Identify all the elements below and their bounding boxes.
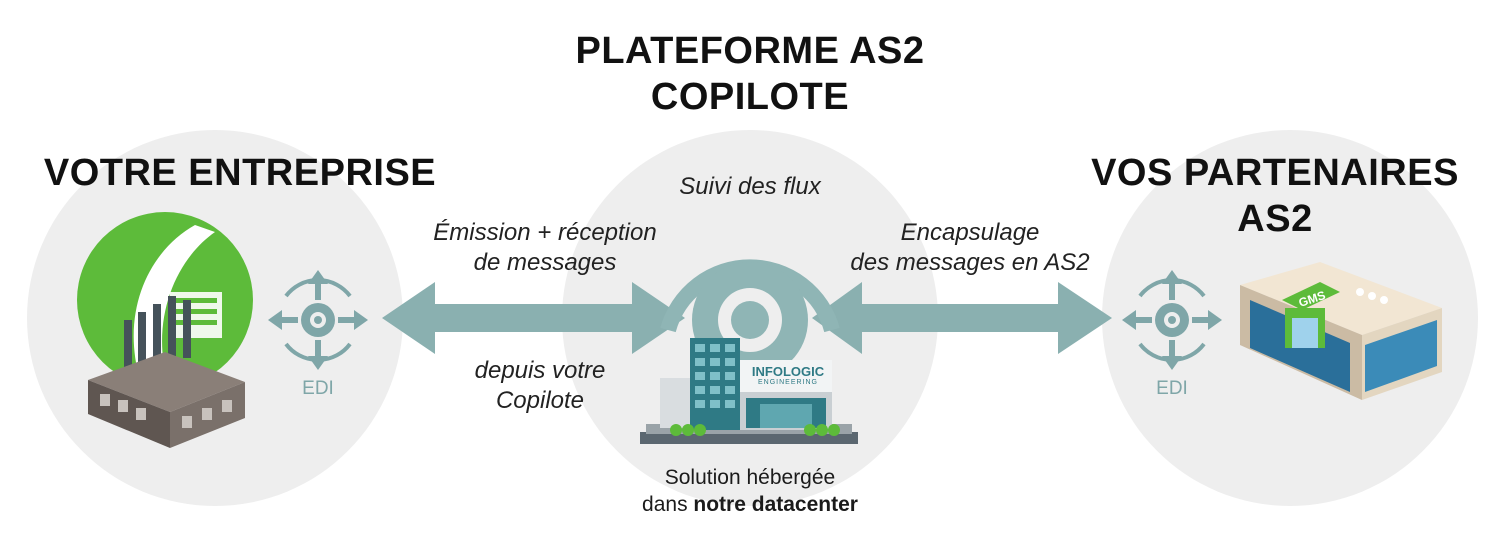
right-arrow-caption-top: Encapsulage des messages en AS2: [820, 218, 1120, 278]
edi-move-icon: [268, 270, 368, 370]
right-title: VOS PARTENAIRES AS2: [1070, 150, 1480, 242]
left-double-arrow: [382, 282, 685, 354]
left-caption-top-line1: Émission + réception: [433, 219, 657, 246]
hosting-footnote: Solution hébergée dans notre datacenter: [600, 464, 900, 518]
center-title: PLATEFORME AS2 COPILOTE: [450, 28, 1050, 120]
footnote-bold: notre datacenter: [693, 493, 858, 516]
factory-icon: [77, 212, 253, 448]
left-edi-label: EDI: [302, 378, 334, 399]
right-double-arrow: [812, 282, 1112, 354]
footnote-prefix: dans: [642, 493, 694, 516]
right-title-line2: AS2: [1237, 198, 1313, 240]
center-title-line2: COPILOTE: [650, 76, 850, 118]
left-caption-top-line2: de messages: [473, 249, 617, 276]
supermarket-building-icon: [1240, 262, 1442, 400]
left-title: VOTRE ENTREPRISE: [43, 152, 437, 194]
office-building-icon: [640, 338, 858, 444]
building-sign: INFOLOGIC: [751, 364, 825, 379]
right-caption-top-line1: Encapsulage: [900, 219, 1040, 246]
building-subsign: ENGINEERING: [757, 379, 818, 386]
monitoring-label: Suivi des flux: [679, 173, 821, 200]
left-arrow-caption-bottom: depuis votre Copilote: [420, 356, 660, 416]
left-arrow-caption-top: Émission + réception de messages: [390, 218, 700, 278]
right-caption-top-line2: des messages en AS2: [850, 249, 1090, 276]
right-title-line1: VOS PARTENAIRES: [1091, 152, 1459, 194]
edi-move-icon: [1122, 270, 1222, 370]
center-title-line1: PLATEFORME AS2: [575, 30, 925, 72]
footnote-line1: Solution hébergée: [664, 466, 836, 489]
right-edi-label: EDI: [1156, 378, 1188, 399]
left-caption-bottom-line1: depuis votre: [474, 357, 606, 384]
footnote-line2: dans notre datacenter: [600, 491, 900, 518]
left-caption-bottom-line2: Copilote: [495, 387, 585, 414]
